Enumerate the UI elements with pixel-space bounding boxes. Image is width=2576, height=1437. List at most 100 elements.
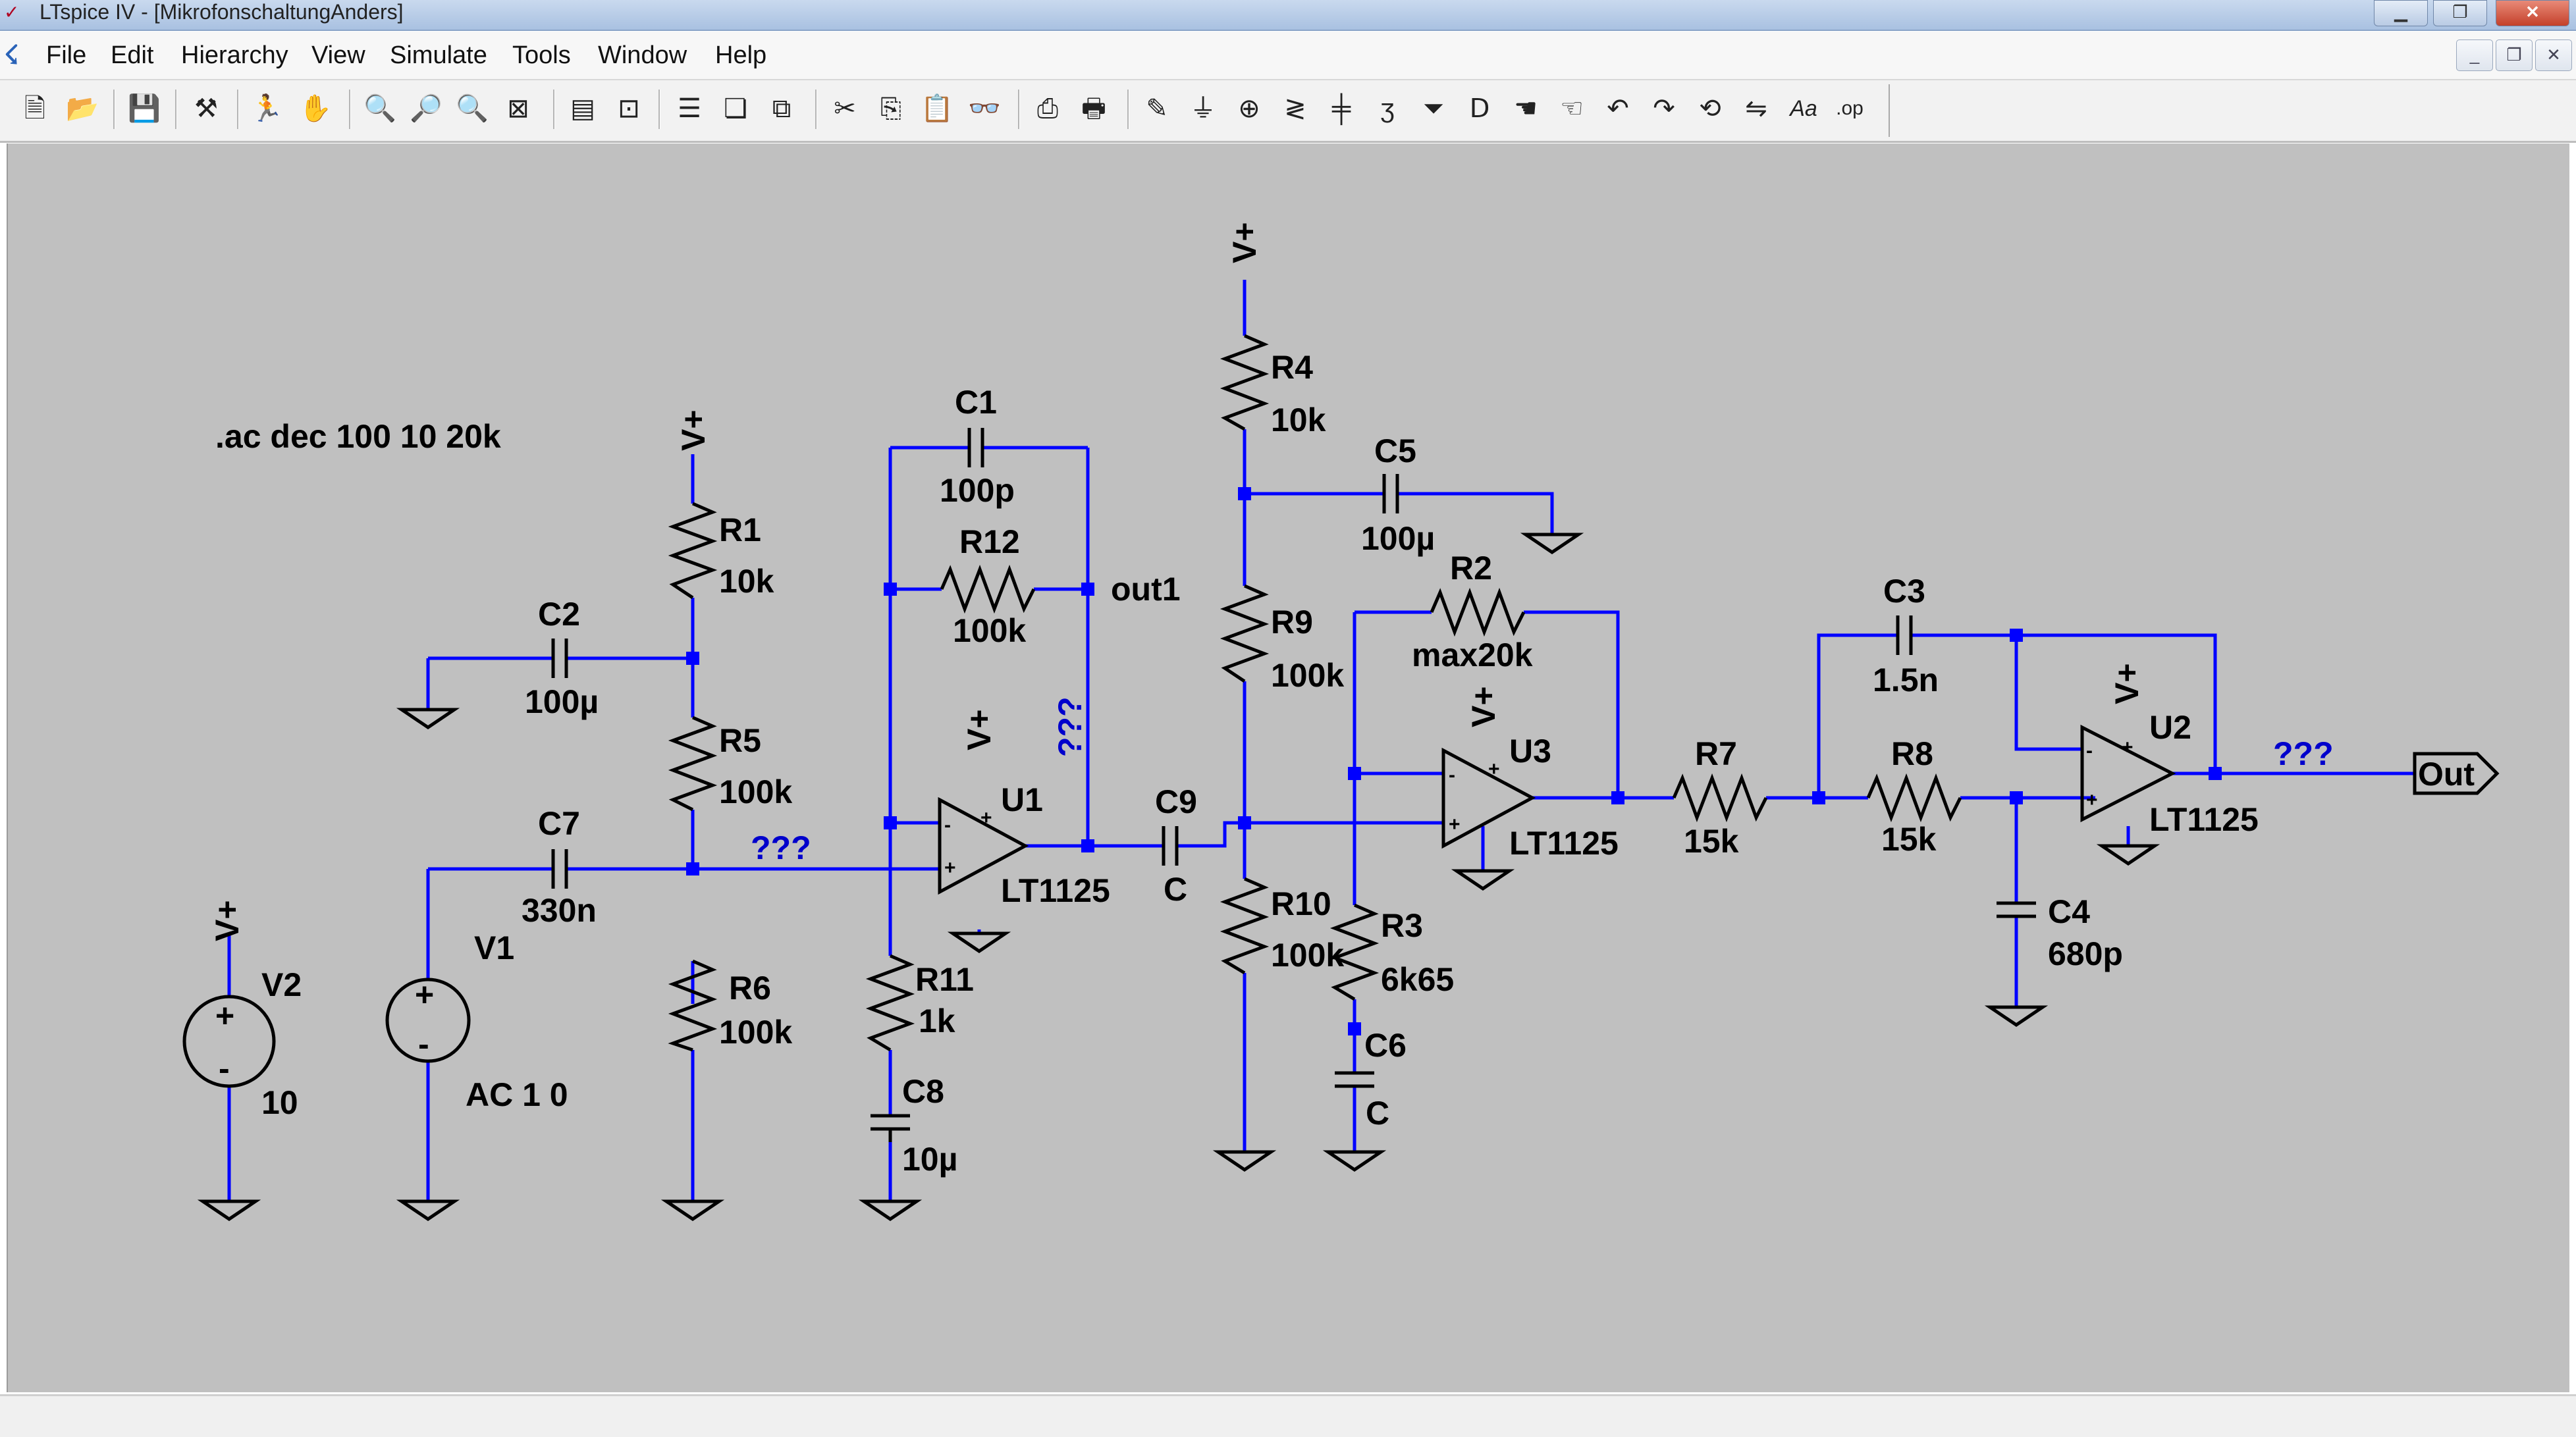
ground-icon (396, 1199, 460, 1222)
r9-value: 100k (1271, 657, 1344, 694)
cascade-icon[interactable]: ❏ (724, 94, 747, 123)
text-icon[interactable]: Aa (1790, 96, 1817, 121)
source-plus: + (415, 976, 434, 1013)
menu-view[interactable]: View (311, 41, 365, 69)
run-icon[interactable]: 🏃 (250, 94, 283, 123)
menu-help[interactable]: Help (715, 41, 767, 69)
close-button[interactable]: ✕ (2496, 0, 2569, 26)
spice-directive: .ac dec 100 10 20k (215, 418, 501, 455)
r6-name: R6 (729, 970, 771, 1006)
mdi-minimize-button[interactable]: _ (2456, 39, 2493, 71)
zoom-out-icon[interactable]: 🔍 (456, 94, 489, 123)
capacitor-c4 (1997, 901, 2036, 918)
mirror-icon[interactable]: ⇋ (1745, 94, 1767, 123)
ground-icon[interactable]: ⏚ (1190, 94, 1216, 123)
c5-value: 100µ (1361, 520, 1435, 557)
zoom-pan-icon[interactable]: 🔎 (410, 94, 443, 123)
opamp-plus-label: + (944, 857, 956, 879)
inductor-icon[interactable]: ʒ (1380, 94, 1395, 123)
paste-icon[interactable]: 📋 (921, 94, 953, 123)
cursor-icon[interactable]: ⊡ (618, 94, 640, 123)
zoom-in-icon[interactable]: 🔍 (363, 94, 396, 123)
menu-file[interactable]: File (46, 41, 87, 69)
schematic-labels: .ac dec 100 10 20k V+ V+ V+ V+ V+ V+ ???… (209, 222, 2475, 1178)
opamp-u3[interactable]: - + + (1441, 747, 1536, 849)
document-icon[interactable]: ☇ (4, 41, 19, 70)
menu-tools[interactable]: Tools (512, 41, 571, 69)
tile-vertical-icon[interactable]: ⧉ (772, 94, 792, 123)
voltage-source-v2[interactable]: + - (182, 995, 276, 1088)
resistor-r7 (1672, 773, 1768, 823)
net-label-unknown: ??? (2273, 735, 2334, 772)
rotate-icon[interactable]: ⟲ (1699, 94, 1721, 123)
printer-icon[interactable]: 🖶 (1081, 94, 1106, 123)
menu-hierarchy[interactable]: Hierarchy (181, 41, 288, 69)
redo-icon[interactable]: ↷ (1653, 94, 1675, 123)
diode-icon[interactable]: ⏷ (1423, 94, 1444, 123)
supply-label: V+ (675, 409, 712, 451)
printer-setup-icon[interactable]: ⎙ (1037, 94, 1058, 123)
component-icon[interactable]: ᗞ (1469, 94, 1490, 123)
copy-icon[interactable]: ⎘ (880, 94, 901, 123)
supply-label: V+ (1226, 222, 1263, 263)
open-folder-icon[interactable]: 📂 (66, 94, 99, 123)
c4-value: 680p (2048, 935, 2123, 972)
source-minus: - (418, 1026, 429, 1062)
source-minus: - (219, 1050, 230, 1087)
drag-hand-icon[interactable]: ☜ (1560, 94, 1584, 123)
voltage-source-v1[interactable]: + - (385, 976, 471, 1063)
r2-name: R2 (1450, 550, 1492, 587)
schematic-canvas[interactable]: + - + - - + + - + + - + + .ac dec 100 10… (7, 144, 2569, 1392)
spice-directive-icon[interactable]: .op (1836, 97, 1864, 119)
mdi-close-button[interactable]: ✕ (2535, 39, 2572, 71)
capacitors[interactable] (551, 428, 2036, 1142)
output-port[interactable] (2413, 752, 2500, 795)
r4-name: R4 (1271, 349, 1313, 386)
v1-name: V1 (474, 929, 514, 966)
zoom-fit-icon[interactable]: ⊠ (507, 94, 529, 123)
r8-name: R8 (1891, 735, 1933, 772)
mdi-restore-button[interactable]: ❐ (2496, 39, 2533, 71)
c1-value: 100p (940, 472, 1015, 509)
menu-edit[interactable]: Edit (111, 41, 154, 69)
minimize-button[interactable]: ▁ (2374, 0, 2428, 26)
r9-name: R9 (1271, 604, 1313, 640)
resistor-icon[interactable]: ≷ (1284, 94, 1306, 123)
ground-icon (197, 1199, 261, 1222)
hammer-icon[interactable]: ⚒ (194, 94, 218, 123)
toolbar-separator (113, 90, 115, 129)
capacitor-c5 (1382, 474, 1399, 513)
r5-name: R5 (719, 722, 761, 759)
toolbar-separator (237, 90, 239, 129)
hand-icon[interactable]: ✋ (299, 94, 332, 123)
r10-name: R10 (1271, 885, 1331, 922)
label-net-icon[interactable]: ⊕ (1238, 94, 1260, 123)
opamp-u1[interactable]: - + + (938, 797, 1029, 895)
maximize-button[interactable]: ❐ (2433, 0, 2487, 26)
capacitor-icon[interactable]: ╪ (1331, 94, 1351, 123)
binoculars-icon[interactable]: 👓 (968, 94, 1001, 123)
r2-value: max20k (1412, 637, 1533, 673)
move-hand-icon[interactable]: ☚ (1514, 94, 1538, 123)
tile-horizontal-icon[interactable]: ☰ (678, 94, 701, 123)
resistors[interactable] (668, 334, 1962, 1052)
menu-window[interactable]: Window (598, 41, 687, 69)
pencil-icon[interactable]: ✎ (1146, 94, 1168, 123)
resistor-r10 (1220, 877, 1270, 975)
autorange-icon[interactable]: ▤ (570, 94, 595, 123)
new-schematic-icon[interactable]: 🗎 (24, 94, 46, 123)
opamp-plus-label: + (1488, 758, 1500, 780)
menu-simulate[interactable]: Simulate (390, 41, 487, 69)
r11-value: 1k (919, 1003, 955, 1039)
resistor-r1 (668, 502, 718, 600)
toolbar-separator (349, 90, 351, 129)
save-icon[interactable]: 💾 (128, 94, 161, 123)
capacitor-c8 (871, 1114, 910, 1142)
undo-icon[interactable]: ↶ (1607, 94, 1629, 123)
scissors-icon[interactable]: ✂ (834, 94, 856, 123)
supply-label: V+ (961, 709, 998, 750)
ground-icon (1212, 1150, 1277, 1172)
opamp-plus-label: + (2122, 737, 2133, 758)
schematic-drawing[interactable]: + - + - - + + - + + - + + .ac dec 100 10… (8, 144, 2569, 1392)
opamp-u2[interactable]: - + + (2080, 724, 2176, 823)
